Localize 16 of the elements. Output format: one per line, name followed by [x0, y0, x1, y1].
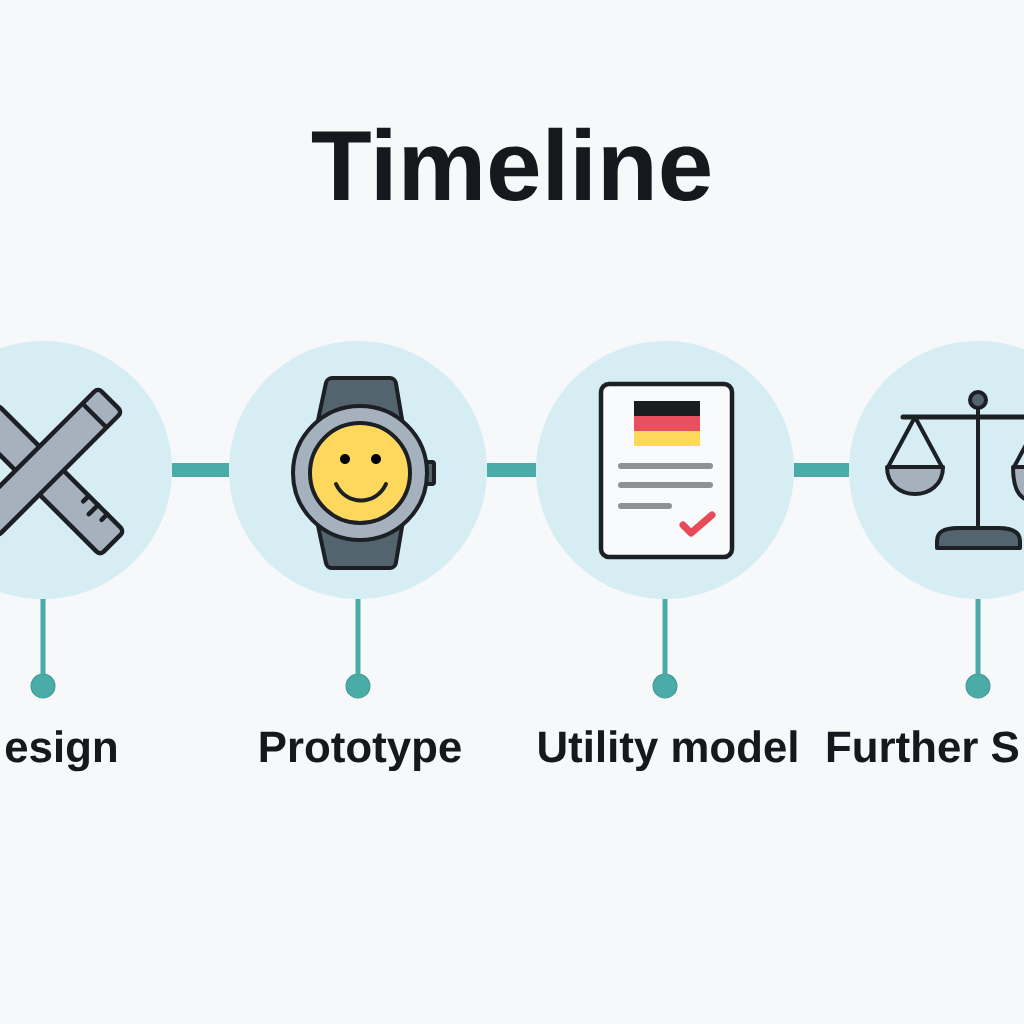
timeline-dot: [345, 673, 371, 699]
stage-label: Prototype: [260, 731, 461, 772]
stage-label: Utility model: [539, 730, 797, 772]
connector-bar: [794, 463, 849, 477]
connector-line: [662, 599, 668, 674]
connector-bar: [172, 463, 229, 477]
timeline-dot: [652, 673, 678, 699]
timeline-dot: [30, 673, 56, 699]
title: Timeline: [311, 127, 710, 201]
connector-bar: [487, 463, 536, 477]
connector-line: [40, 599, 46, 674]
stage-label: Further S: [827, 730, 1019, 763]
connector-line: [975, 599, 981, 674]
connector-line: [355, 599, 361, 674]
timeline-dot: [965, 673, 991, 699]
stage-label: esign: [5, 730, 116, 772]
